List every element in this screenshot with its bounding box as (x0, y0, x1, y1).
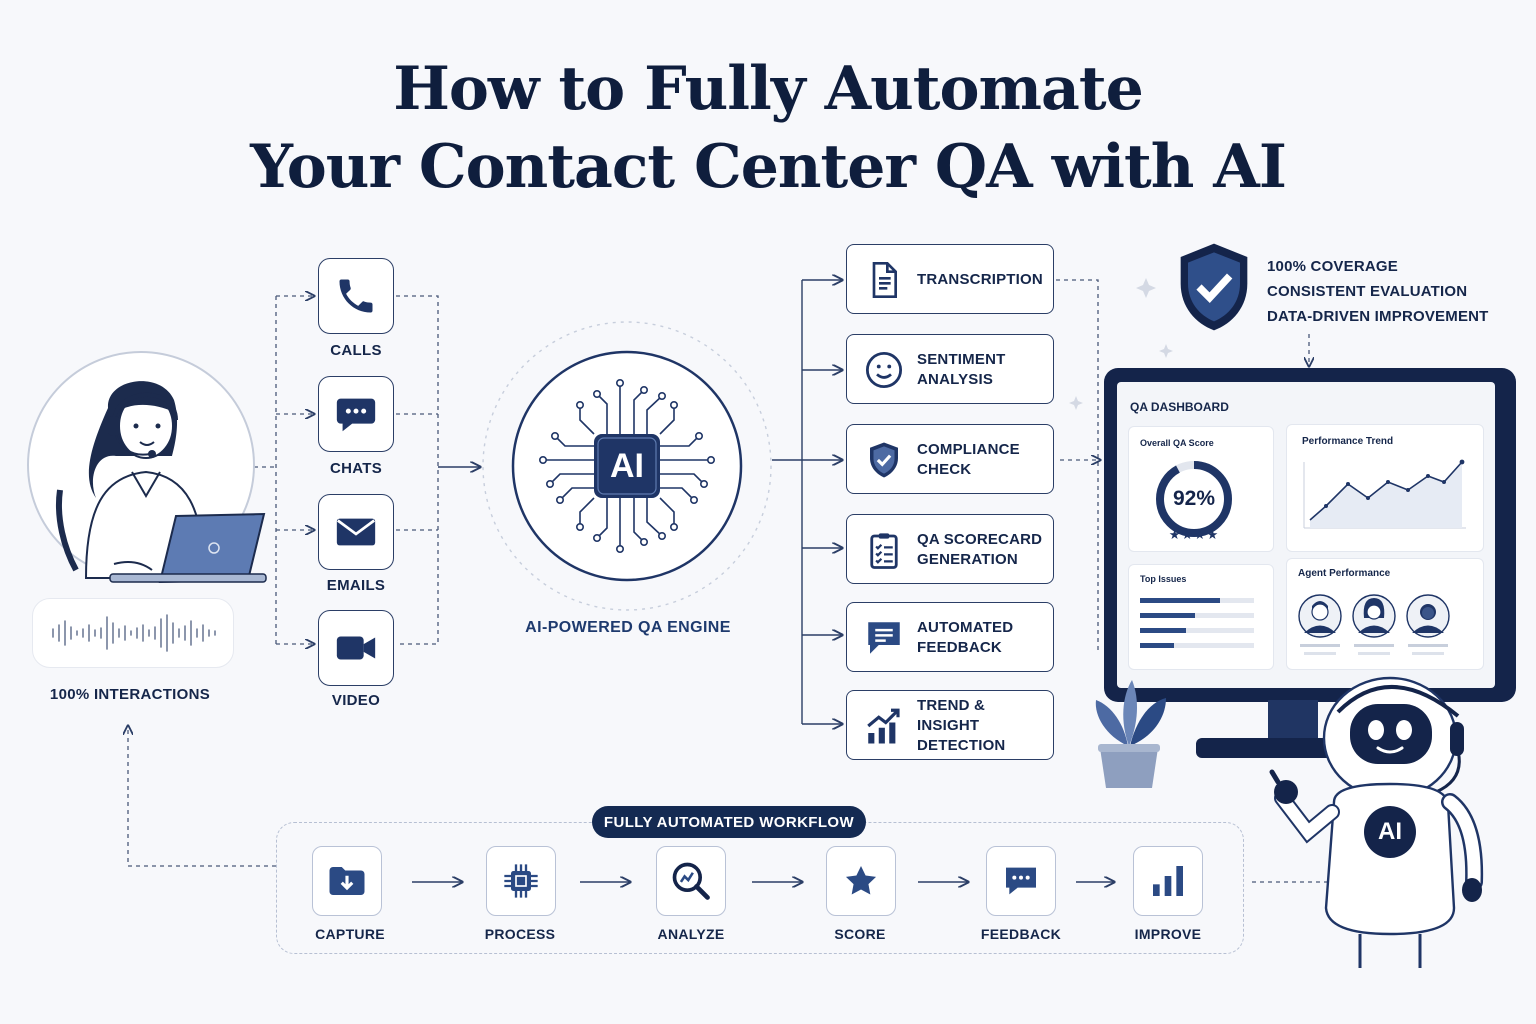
capability-compliance-line1: COMPLIANCE (917, 441, 1020, 458)
ai-robot-illustration (1269, 676, 1484, 968)
issue-bar (1140, 628, 1186, 633)
capability-trend-line2: DETECTION (917, 737, 1006, 754)
benefit-item: DATA-DRIVEN IMPROVEMENT (1267, 308, 1489, 325)
message-icon (868, 622, 900, 654)
bar-chart-icon (1153, 866, 1183, 896)
channel-video[interactable] (318, 610, 394, 686)
shield-check-icon (1180, 243, 1248, 331)
capability-sentiment-line1: SENTIMENT (917, 351, 1006, 368)
issue-bar (1140, 643, 1175, 648)
capability-feedback-line2: FEEDBACK (917, 639, 1002, 656)
agent-illustration (27, 351, 267, 584)
benefit-item: CONSISTENT EVALUATION (1267, 283, 1468, 300)
channel-calls[interactable] (318, 258, 394, 334)
agent-avatars (1298, 594, 1450, 655)
capability-sentiment-line2: ANALYSIS (917, 371, 994, 388)
top-issues-title: Top Issues (1140, 574, 1187, 584)
chat-dots-icon (1006, 867, 1036, 895)
video-camera-icon (336, 636, 376, 660)
workflow-step-improve[interactable] (1133, 846, 1203, 916)
capability-transcription-line1: TRANSCRIPTION (917, 271, 1043, 288)
page-title: How to Fully Automate Your Contact Cente… (0, 50, 1536, 206)
workflow-frame (276, 822, 1244, 954)
capability-compliance[interactable]: COMPLIANCE CHECK (846, 424, 1054, 494)
workflow-badge: FULLY AUTOMATED WORKFLOW (592, 806, 866, 838)
audio-waveform-icon (52, 614, 216, 652)
benefits-list: 100% COVERAGE CONSISTENT EVALUATION DATA… (1267, 254, 1489, 329)
waveform-panel (32, 598, 234, 668)
workflow-step-capture-label: CAPTURE (315, 926, 385, 942)
capability-compliance-line2: CHECK (917, 461, 972, 478)
workflow-step-score-label: SCORE (834, 926, 886, 942)
interactions-label: 100% INTERACTIONS (49, 686, 211, 703)
cpu-chip-icon (504, 864, 538, 898)
clipboard-checklist-icon (870, 533, 898, 569)
shield-check-icon (870, 442, 898, 478)
benefit-item: 100% COVERAGE (1267, 258, 1398, 275)
workflow-step-capture[interactable] (312, 846, 382, 916)
envelope-icon (336, 518, 376, 546)
capability-sentiment[interactable]: SENTIMENT ANALYSIS (846, 334, 1054, 404)
qa-score-title: Overall QA Score (1140, 438, 1214, 448)
avatar (1298, 594, 1342, 655)
trend-chart-icon (867, 708, 900, 744)
capability-scorecard[interactable]: QA SCORECARD GENERATION (846, 514, 1054, 584)
magnifier-chart-icon (672, 862, 710, 900)
qa-score-stars: ★★★★ (1168, 527, 1220, 542)
title-line-1: How to Fully Automate (393, 54, 1144, 124)
avatar (1352, 594, 1396, 655)
ai-engine-graphic (482, 321, 772, 611)
issue-bar (1140, 598, 1220, 603)
robot-ai-badge: AI (1378, 818, 1402, 845)
capability-scorecard-line1: QA SCORECARD (917, 531, 1043, 548)
workflow-step-feedback-label: FEEDBACK (980, 926, 1062, 942)
ai-chip-label: AI (610, 446, 644, 485)
qa-score-gauge (1156, 461, 1232, 537)
workflow-step-improve-label: IMPROVE (1134, 926, 1202, 942)
ai-chip-circuit-icon (546, 386, 708, 546)
title-line-2: Your Contact Center QA with AI (250, 132, 1287, 202)
capability-transcription[interactable]: TRANSCRIPTION (846, 244, 1054, 314)
smiley-icon (865, 351, 903, 389)
capability-feedback[interactable]: AUTOMATED FEEDBACK (846, 602, 1054, 672)
channel-video-label: VIDEO (331, 692, 381, 709)
workflow-step-analyze[interactable] (656, 846, 726, 916)
workflow-step-analyze-label: ANALYZE (657, 926, 725, 942)
engine-label: AI-POWERED QA ENGINE (525, 619, 731, 636)
channel-chats[interactable] (318, 376, 394, 452)
avatar (1406, 594, 1450, 655)
workflow-step-score[interactable] (826, 846, 896, 916)
channel-emails-label: EMAILS (326, 577, 386, 594)
capability-trend[interactable]: TREND & INSIGHT DETECTION (846, 690, 1054, 760)
folder-download-icon (329, 867, 365, 895)
chat-bubble-icon (336, 398, 376, 432)
capability-scorecard-line2: GENERATION (917, 551, 1018, 568)
plant-decoration (1095, 680, 1166, 788)
channel-calls-label: CALLS (330, 342, 382, 359)
workflow-step-process-label: PROCESS (484, 926, 556, 942)
dashboard-title: QA DASHBOARD (1130, 400, 1229, 414)
channel-chats-label: CHATS (329, 460, 383, 477)
performance-trend-title: Performance Trend (1302, 436, 1394, 447)
top-issues-bars (1140, 598, 1254, 648)
workflow-step-process[interactable] (486, 846, 556, 916)
agent-performance-title: Agent Performance (1298, 568, 1391, 579)
capability-feedback-line1: AUTOMATED (917, 619, 1014, 636)
channel-emails[interactable] (318, 494, 394, 570)
qa-score-value: 92% (1172, 487, 1216, 510)
workflow-step-feedback[interactable] (986, 846, 1056, 916)
star-icon (845, 865, 877, 895)
issue-bar (1140, 613, 1195, 618)
phone-icon (339, 279, 373, 313)
performance-trend-chart (1303, 459, 1466, 529)
document-icon (872, 262, 897, 298)
capability-trend-line1: TREND & INSIGHT (917, 697, 986, 734)
